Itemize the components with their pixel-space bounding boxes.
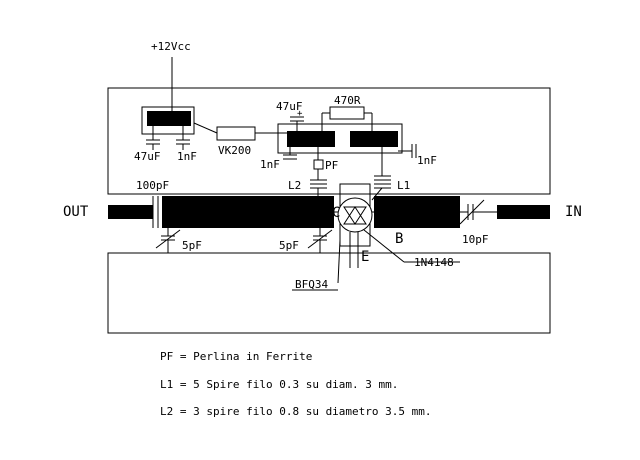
- base-label: B: [395, 231, 404, 247]
- cap-5pf-left-label: 5pF: [182, 239, 202, 252]
- emitter-label: E: [361, 249, 370, 265]
- cap-10pf-trim-arrow: [459, 199, 485, 225]
- cap-5pf-right-label: 5pF: [279, 239, 299, 252]
- cap-5pf-right-trim: [307, 229, 333, 249]
- transistor-label: BFQ34: [295, 278, 329, 291]
- l1-lead-bottom: [371, 187, 383, 201]
- cap-47uf-right-plus: +: [297, 109, 303, 119]
- pf-label: PF: [325, 159, 339, 172]
- r470-resistor[interactable]: [329, 106, 365, 120]
- collector-label: C: [332, 205, 341, 221]
- wire-to-vk200: [193, 122, 218, 134]
- cap-1nf-left-label: 1nF: [177, 150, 197, 163]
- base-strip[interactable]: [374, 196, 460, 228]
- cap-10pf-label: 10pF: [462, 233, 489, 246]
- out-connector-strip[interactable]: [108, 205, 153, 219]
- bias-pad-left[interactable]: [287, 131, 335, 147]
- bias-pad-right[interactable]: [350, 131, 398, 147]
- cap-47uf-left-label: 47uF: [134, 150, 161, 163]
- l1-label: L1: [397, 179, 411, 192]
- vk200-choke[interactable]: [216, 126, 256, 141]
- bias-block-outline: [277, 123, 403, 154]
- collector-strip[interactable]: [162, 196, 334, 228]
- note-l1: L1 = 5 Spire filo 0.3 su diam. 3 mm.: [160, 378, 399, 391]
- transistor-bfq34[interactable]: [337, 197, 373, 233]
- cap-47uf-right-label: 47uF: [276, 100, 303, 113]
- out-label: OUT: [63, 204, 89, 220]
- ferrite-bead[interactable]: [313, 159, 324, 170]
- transistor-triangle-up: [343, 206, 367, 225]
- cap-5pf-left-trim: [155, 229, 181, 249]
- cap-100pf-label: 100pF: [136, 179, 170, 192]
- r470-label: 470R: [334, 94, 361, 107]
- vk200-label: VK200: [218, 144, 252, 157]
- cap-1nf-mid-label: 1nF: [260, 158, 280, 171]
- vcc-label: +12Vcc: [151, 40, 191, 53]
- in-label: IN: [565, 204, 582, 220]
- lower-board-outline: [107, 252, 551, 334]
- bfq34-leader: [337, 239, 341, 284]
- supply-pad-outline: [141, 106, 195, 135]
- in-connector-strip[interactable]: [497, 205, 550, 219]
- note-l2: L2 = 3 spire filo 0.8 su diametro 3.5 mm…: [160, 405, 432, 418]
- note-pf: PF = Perlina in Ferrite: [160, 350, 313, 363]
- upper-board-outline: [107, 87, 551, 195]
- diode-leader: [363, 229, 405, 263]
- supply-pad[interactable]: [147, 111, 191, 126]
- diode-label: 1N4148: [414, 256, 454, 269]
- l2-label: L2: [288, 179, 302, 192]
- cap-1nf-right-label: 1nF: [417, 154, 437, 167]
